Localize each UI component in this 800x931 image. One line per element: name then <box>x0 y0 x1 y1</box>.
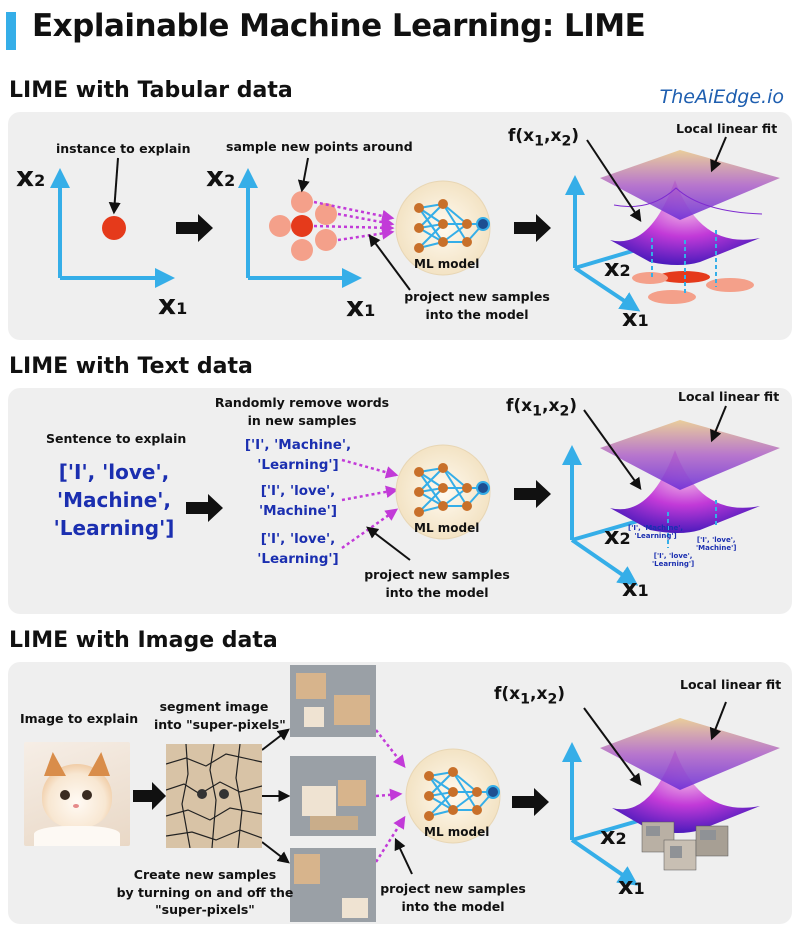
axis-label-x1: x1 <box>618 872 645 900</box>
fx-pointer-arrow <box>583 409 642 490</box>
fx-label: f(x1,x2) <box>506 396 578 420</box>
title-accent-bar <box>6 12 16 50</box>
axis-label-x1: x1 <box>622 304 649 332</box>
project-pointer-arrow <box>368 234 411 291</box>
section-title-text: LIME with Text data <box>9 354 253 379</box>
surface-plot-image <box>562 718 780 886</box>
axis-label-x1: x1 <box>158 288 188 321</box>
mini-text-sample-3: ['I', 'love','Learning'] <box>652 552 695 569</box>
ml-model-icon <box>395 444 491 540</box>
fit-pointer-arrow <box>709 701 727 741</box>
image-to-explain-label: Image to explain <box>20 711 139 726</box>
ml-model-label: ML model <box>414 257 480 271</box>
superpixel-sample-2 <box>290 756 376 836</box>
fx-pointer-arrow <box>583 707 642 786</box>
project-pointer-arrow <box>394 837 413 875</box>
local-fit-label: Local linear fit <box>676 121 778 136</box>
sample-label: sample new points around <box>226 139 413 154</box>
step-arrow <box>186 494 223 522</box>
fx-label: f(x1,x2) <box>494 684 566 708</box>
axis-label-x2: x2 <box>604 254 631 282</box>
step-arrow <box>514 480 551 508</box>
step-arrow <box>514 214 551 242</box>
axis-label-x2: x2 <box>206 160 236 193</box>
surface-plot-text <box>562 420 780 586</box>
step-arrow <box>512 788 549 816</box>
instance-label: instance to explain <box>56 141 191 156</box>
mini-image-samples <box>641 821 729 871</box>
segment-arrows <box>261 728 291 864</box>
tabular-axes-2 <box>238 168 362 288</box>
segmented-image <box>166 744 262 848</box>
sentence-to-explain: ['I', 'love','Machine','Learning'] <box>53 460 175 540</box>
axis-label-x2: x2 <box>600 822 627 850</box>
fit-pointer-arrow <box>710 405 727 443</box>
brand-label: TheAiEdge.io <box>659 86 784 108</box>
dotted-arrows-image <box>374 729 406 863</box>
sample-pointer-arrow <box>297 157 310 193</box>
mini-text-sample-2: ['I', 'love','Machine'] <box>696 536 737 553</box>
local-fit-label: Local linear fit <box>680 677 782 692</box>
dotted-arrows-text <box>341 458 399 550</box>
section-title-image: LIME with Image data <box>9 628 278 653</box>
local-fit-label: Local linear fit <box>678 389 780 404</box>
surface-plot-tabular <box>565 150 780 312</box>
text-sample-2: ['I', 'love','Machine'] <box>259 483 337 519</box>
axis-label-x2: x2 <box>16 160 46 193</box>
fx-pointer-arrow <box>586 139 642 223</box>
axis-label-x1: x1 <box>622 574 649 602</box>
mini-text-sample-1: ['I', 'Machine','Learning'] <box>628 524 684 541</box>
instance-pointer-arrow <box>108 157 121 215</box>
sentence-label: Sentence to explain <box>46 431 187 446</box>
ml-model-label: ML model <box>414 521 480 535</box>
dotted-arrows-tabular <box>313 200 395 242</box>
axis-label-x1: x1 <box>346 290 376 323</box>
fit-pointer-arrow <box>710 136 727 173</box>
superpixel-sample-1 <box>290 665 376 737</box>
page-title: Explainable Machine Learning: LIME <box>32 8 646 44</box>
ml-model-icon <box>395 180 491 276</box>
axis-label-x2: x2 <box>604 522 631 550</box>
text-sample-3: ['I', 'love','Learning'] <box>257 531 339 567</box>
sample-points <box>269 191 337 261</box>
instance-point <box>102 216 126 240</box>
tabular-axes-1 <box>50 168 175 288</box>
step-arrow <box>133 782 166 810</box>
fx-label: f(x1,x2) <box>508 126 580 150</box>
section-title-tabular: LIME with Tabular data <box>9 78 293 103</box>
step-arrow <box>176 214 213 242</box>
project-pointer-arrow <box>366 526 411 561</box>
kitten-image <box>24 742 130 846</box>
ml-model-label: ML model <box>424 825 490 839</box>
text-sample-1: ['I', 'Machine','Learning'] <box>244 437 352 473</box>
superpixel-sample-3 <box>290 848 376 922</box>
ml-model-icon <box>405 748 501 844</box>
